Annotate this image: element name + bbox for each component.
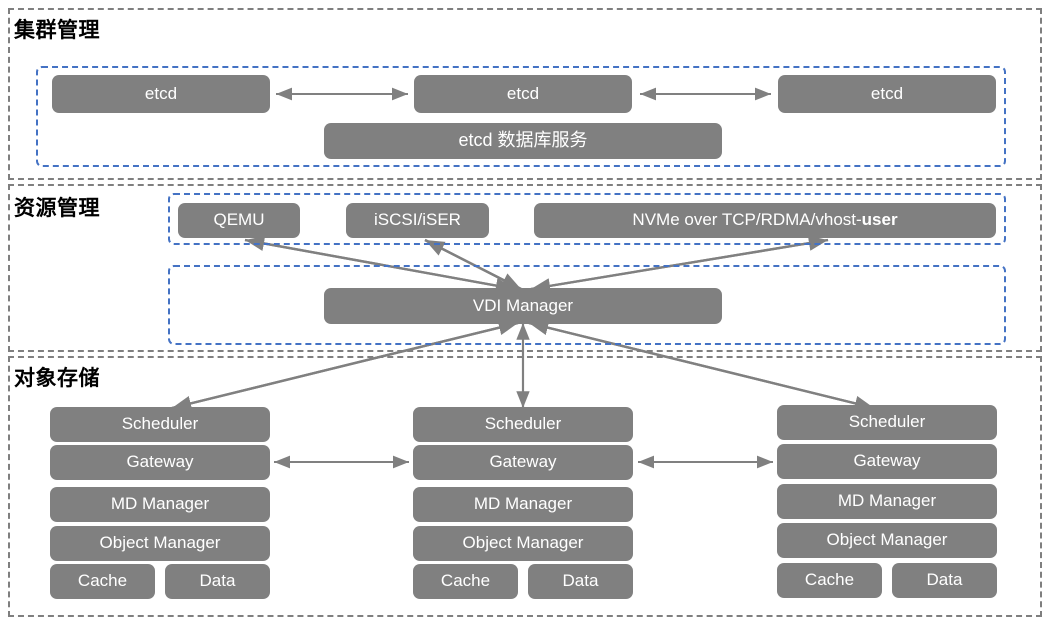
node2-object-manager[interactable]: Object Manager <box>413 526 633 561</box>
group-etcd <box>36 66 1006 167</box>
node1-gateway[interactable]: Gateway <box>50 445 270 480</box>
group-vdi <box>168 265 1006 345</box>
node2-data[interactable]: Data <box>528 564 633 599</box>
node1-object-manager[interactable]: Object Manager <box>50 526 270 561</box>
protocol-iscsi-iser[interactable]: iSCSI/iSER <box>346 203 489 238</box>
group-protocols <box>168 193 1006 245</box>
node1-scheduler[interactable]: Scheduler <box>50 407 270 442</box>
node3-scheduler[interactable]: Scheduler <box>777 405 997 440</box>
section-title-object-storage: 对象存储 <box>14 367 100 390</box>
protocol-nvme[interactable]: NVMe over TCP/RDMA/vhost-user <box>534 203 996 238</box>
node1-md-manager[interactable]: MD Manager <box>50 487 270 522</box>
etcd-database-service[interactable]: etcd 数据库服务 <box>324 123 722 159</box>
node3-data[interactable]: Data <box>892 563 997 598</box>
node1-cache[interactable]: Cache <box>50 564 155 599</box>
node3-object-manager[interactable]: Object Manager <box>777 523 997 558</box>
etcd-node-1[interactable]: etcd <box>52 75 270 113</box>
node2-gateway[interactable]: Gateway <box>413 445 633 480</box>
vdi-manager[interactable]: VDI Manager <box>324 288 722 324</box>
node3-md-manager[interactable]: MD Manager <box>777 484 997 519</box>
section-resource-management <box>8 184 1042 352</box>
section-title-resource-management: 资源管理 <box>14 197 100 220</box>
node3-cache[interactable]: Cache <box>777 563 882 598</box>
section-title-cluster-management: 集群管理 <box>14 19 100 42</box>
node3-gateway[interactable]: Gateway <box>777 444 997 479</box>
node2-md-manager[interactable]: MD Manager <box>413 487 633 522</box>
node2-cache[interactable]: Cache <box>413 564 518 599</box>
protocol-qemu[interactable]: QEMU <box>178 203 300 238</box>
etcd-node-2[interactable]: etcd <box>414 75 632 113</box>
section-cluster-management <box>8 8 1042 180</box>
section-object-storage <box>8 356 1042 617</box>
protocol-nvme-label: NVMe over TCP/RDMA/vhost- <box>632 210 862 230</box>
protocol-nvme-label-bold: user <box>861 210 898 230</box>
node2-scheduler[interactable]: Scheduler <box>413 407 633 442</box>
etcd-node-3[interactable]: etcd <box>778 75 996 113</box>
node1-data[interactable]: Data <box>165 564 270 599</box>
